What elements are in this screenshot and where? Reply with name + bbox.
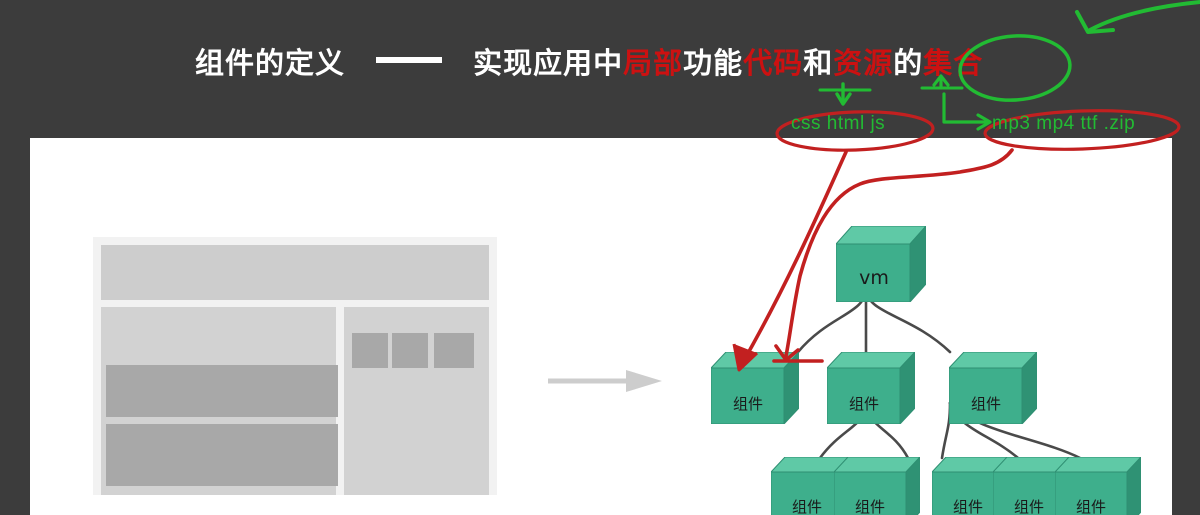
title-separator	[376, 57, 443, 63]
tree-node-component-2b[interactable]: 组件	[834, 457, 920, 515]
wireframe-widget-chip	[351, 333, 388, 368]
tree-node-vm[interactable]: vm	[836, 226, 926, 302]
tree-node-component-2[interactable]: 组件	[827, 352, 915, 424]
page-title: 组件的定义 实现应用中局部功能代码和资源的集合	[0, 42, 1200, 86]
wireframe-widget-chip	[433, 333, 474, 368]
title-part-6: 的	[893, 48, 924, 80]
wireframe-main-region	[101, 307, 338, 495]
cube-shape	[834, 457, 920, 515]
tree-node-component-3[interactable]: 组件	[949, 352, 1037, 424]
title-part-7: 集合	[923, 48, 984, 80]
app-wireframe-mockup	[93, 237, 497, 495]
title-part-3: 代码	[743, 48, 804, 80]
cube-shape	[1055, 457, 1141, 515]
green-arrowhead-daima	[835, 92, 852, 106]
wireframe-content-block	[106, 365, 338, 417]
green-arrowhead-into-jihe	[1075, 10, 1115, 34]
title-part-2: 功能	[683, 48, 744, 80]
cube-shape	[949, 352, 1037, 424]
cube-shape	[711, 352, 799, 424]
title-part-1: 局部	[623, 48, 684, 80]
wireframe-body	[101, 307, 489, 495]
title-part-4: 和	[803, 48, 834, 80]
cube-shape	[836, 226, 926, 302]
tree-node-component-3c[interactable]: 组件	[1055, 457, 1141, 515]
green-arrow-into-jihe	[1088, 0, 1200, 32]
slide-content-panel: vm 组件 组件 组件	[30, 138, 1172, 515]
wireframe-header-region	[101, 245, 489, 300]
tree-node-component-1[interactable]: 组件	[711, 352, 799, 424]
wireframe-sidebar-region	[343, 307, 489, 495]
title-part-5: 资源	[833, 48, 894, 80]
wireframe-widget-chip	[391, 333, 428, 368]
wireframe-content-block	[106, 424, 338, 486]
green-arrow-ziyuan-right	[942, 92, 988, 124]
cube-shape	[827, 352, 915, 424]
title-part-0: 实现应用中	[473, 48, 624, 80]
green-arrowhead-ziyuan-right	[976, 113, 992, 131]
flow-arrow-icon	[548, 370, 662, 392]
annotation-resource-examples: mp3 mp4 ttf .zip	[992, 113, 1136, 134]
title-heading: 组件的定义	[195, 48, 346, 80]
annotation-code-examples: css html js	[791, 113, 886, 134]
